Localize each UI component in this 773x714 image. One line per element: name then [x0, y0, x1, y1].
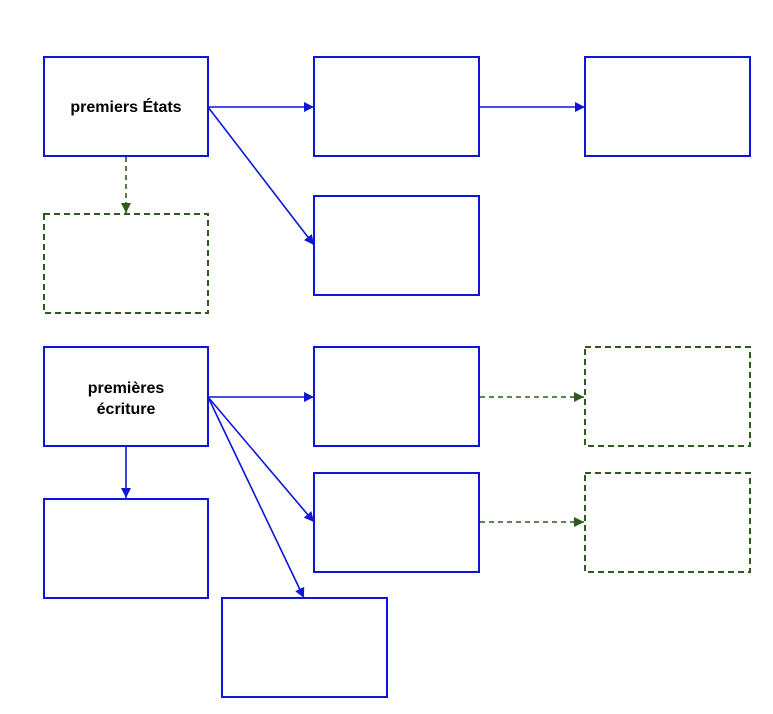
node-bottom-far	[221, 597, 388, 698]
node-premiers-etats	[43, 56, 209, 157]
edge-ecriture-to-bottom-far	[207, 396, 305, 599]
node-top-right-1	[313, 56, 480, 157]
edge-ecriture-to-bottom-right-2	[207, 396, 315, 523]
node-top-right-2	[584, 56, 751, 157]
node-premieres-ecriture-label-line2: écriture	[97, 401, 156, 418]
node-premieres-ecriture	[43, 346, 209, 447]
node-top-lower	[313, 195, 480, 296]
edge-premiers-to-top-lower	[207, 106, 315, 246]
node-bottom-right-1-dashed	[584, 346, 751, 447]
node-top-dashed	[43, 213, 209, 314]
node-premieres-ecriture-label-line1: premières	[88, 380, 165, 397]
node-bottom-below	[43, 498, 209, 599]
node-bottom-right-1	[313, 346, 480, 447]
node-bottom-right-2	[313, 472, 480, 573]
node-premiers-etats-label: premiers États	[70, 97, 181, 116]
node-bottom-right-2-dashed	[584, 472, 751, 573]
